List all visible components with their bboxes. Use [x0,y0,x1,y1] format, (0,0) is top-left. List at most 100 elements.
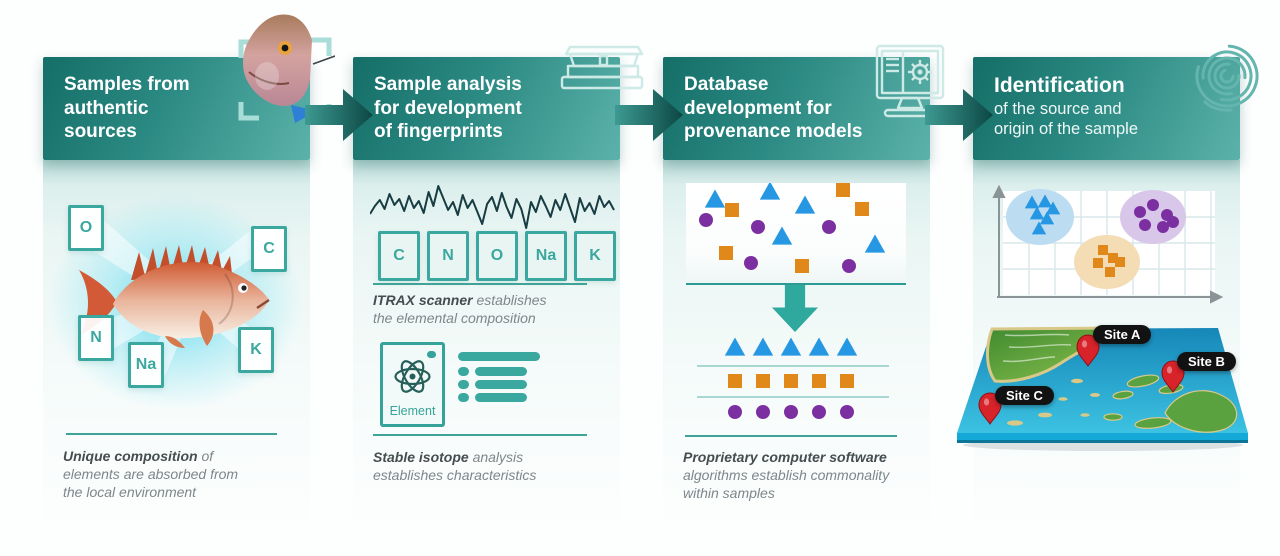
square-marker [795,259,809,273]
circle-marker [751,220,765,234]
square-marker [1108,253,1118,263]
xrf-waveform [370,185,615,229]
title-line: Database [684,74,769,95]
triangle-marker [1024,195,1040,209]
unsorted-samples-card [686,183,906,283]
circle-marker [1139,219,1151,231]
caption-divider [685,435,897,437]
square-marker [1093,258,1103,268]
triangle-marker [724,337,746,356]
plot-axes [992,184,1223,304]
circle-marker [699,213,713,227]
card-baseline [686,283,906,285]
square-marker [756,374,770,388]
circle-cluster [1120,190,1186,244]
triangle-marker [704,189,726,208]
triangle-marker [759,183,781,200]
element-symbol-box: K [574,231,616,281]
sites-map [957,326,1248,451]
circle-marker [1134,206,1146,218]
element-card-label: Element [389,404,436,418]
circle-marker [842,259,856,273]
element-card: Element [380,342,445,427]
section-divider [373,283,587,285]
computer-software-icon [875,44,945,118]
element-symbol-box: N [427,231,469,281]
site-label: Site B [1177,352,1236,371]
element-symbol-box: C [251,226,287,272]
fish-body [113,262,269,339]
square-marker [812,374,826,388]
triangle-marker [1029,206,1045,220]
caption-divider [66,433,277,435]
circle-marker [822,220,836,234]
title-line: of fingerprints [374,121,503,143]
title-emphasis: Identification [994,74,1125,97]
triangle-marker [1037,194,1053,208]
circle-marker [728,405,742,419]
circle-marker [1147,199,1159,211]
itrax-scanner-icon [560,45,644,90]
element-symbol-box: Na [525,231,567,281]
title-line: sources [64,121,137,143]
map-islands [1103,374,1238,433]
map-pin [1161,360,1185,393]
element-symbol-box: N [78,315,114,361]
site-label: Site A [1093,325,1152,344]
triangle-marker [808,337,830,356]
triangle-marker [1031,221,1047,235]
fish-pectoral-fin [199,310,214,346]
map-pin [978,392,1002,425]
fish-head [243,14,312,106]
fish-illustration [79,245,270,348]
triangle-marker [836,337,858,356]
map-pin [1076,334,1100,367]
title-line: provenance models [684,121,863,143]
circle-marker [756,405,770,419]
title-line: authentic [64,97,149,119]
title-line: Samples from [64,74,190,95]
atom-icon [394,360,431,393]
flow-arrow [925,89,993,141]
square-marker [836,183,850,197]
fingerprint-icon [1195,44,1259,112]
flow-arrow [305,89,373,141]
triangle-marker [794,195,816,214]
square-marker [840,374,854,388]
square-marker [719,246,733,260]
square-marker [1098,245,1108,255]
element-symbol-box: O [68,205,104,251]
circle-marker [1157,221,1169,233]
title-line: origin of the sample [994,120,1138,139]
element-symbol-box: O [476,231,518,281]
card-dot [427,351,436,358]
square-marker [1105,267,1115,277]
element-symbol-box: Na [128,342,164,388]
circle-marker [1167,216,1179,228]
element-symbol-box: K [238,327,274,373]
triangle-marker [1039,211,1055,225]
site-label: Site C [995,386,1054,405]
square-marker [728,374,742,388]
cluster-plot [992,184,1223,304]
circle-marker [812,405,826,419]
triangle-marker [752,337,774,356]
caption-divider [373,434,587,436]
circle-marker [784,405,798,419]
title-line: for development [374,97,522,119]
